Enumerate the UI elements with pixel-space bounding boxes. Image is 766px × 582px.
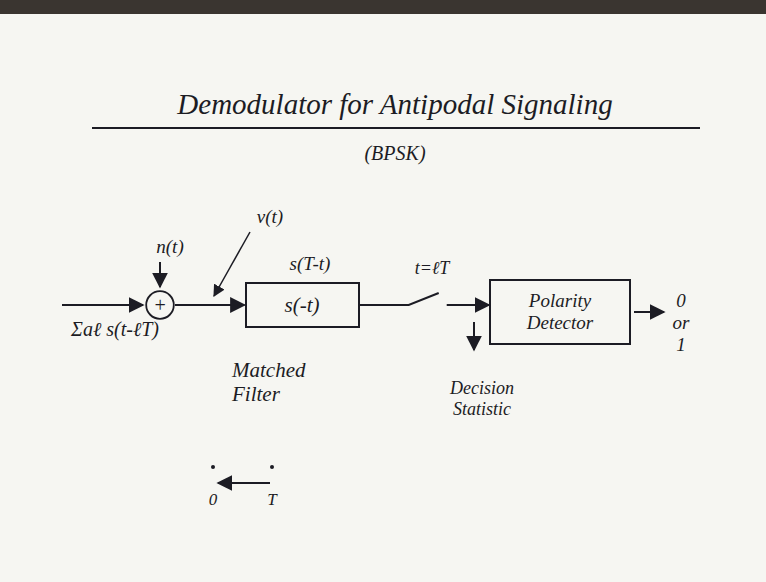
polarity-detector-box: Polarity Detector: [489, 279, 631, 345]
node-text: Polarity Detector: [505, 290, 615, 334]
output-caption: Decision Statistic: [432, 378, 532, 419]
top-edge: [0, 0, 766, 14]
node-text: +: [153, 294, 167, 317]
circle-shape: [146, 291, 174, 319]
subtitle: (BPSK): [345, 142, 445, 165]
title-underline: [92, 127, 700, 129]
input-signal: Σaℓ s(t-ℓT): [30, 318, 200, 341]
sampler-connector: [360, 293, 490, 305]
noise-wire: [159, 262, 161, 287]
axis-dot: [211, 465, 215, 469]
summing-junction: +: [145, 290, 175, 320]
axis-label: T: [262, 490, 282, 510]
block-caption: Matched Filter: [232, 358, 322, 406]
matched-filter-box: s(-t): [245, 282, 360, 328]
signal-name: v(t): [240, 206, 300, 228]
sample-time: t=ℓT: [392, 258, 472, 279]
diagram-title: Demodulator for Antipodal Signaling: [80, 88, 710, 121]
axis-dot: [270, 465, 274, 469]
signal-connector: [175, 304, 245, 306]
decision-arrow: [473, 322, 475, 350]
node-text: s(-t): [285, 293, 320, 317]
time-axis: [218, 482, 270, 484]
input-wire: [62, 304, 143, 306]
output-wire: [634, 311, 664, 313]
axis-label: 0: [203, 490, 223, 510]
signal-name: n(t): [140, 236, 200, 258]
output-values: 0 or 1: [668, 290, 694, 356]
impulse-response: s(T-t): [265, 253, 355, 275]
